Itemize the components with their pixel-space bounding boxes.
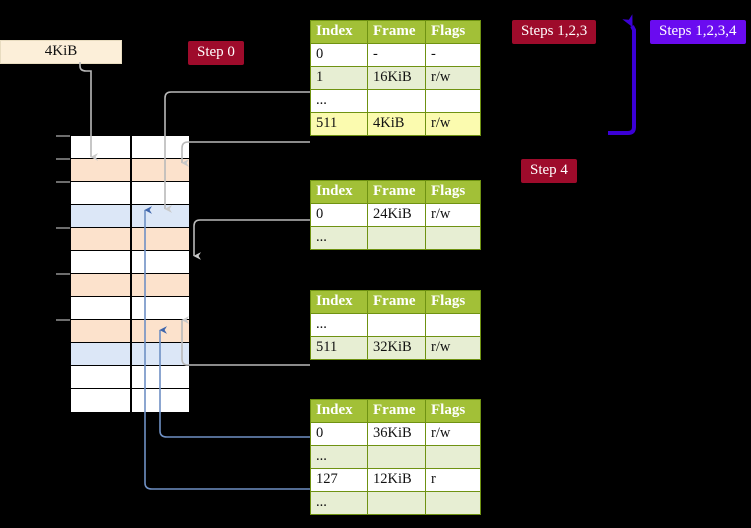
badge-step-4: Step 4 <box>521 159 577 183</box>
table-cell <box>367 491 426 515</box>
table-cell: 0 <box>310 43 368 67</box>
badge-label: Step 0 <box>197 44 235 60</box>
column-header: Frame <box>367 180 426 204</box>
table-cell: ... <box>310 445 368 469</box>
table-cell: 511 <box>310 336 368 360</box>
table-cell: 1 <box>310 66 368 90</box>
column-header: Index <box>310 180 368 204</box>
table-cell: r/w <box>425 422 481 446</box>
table-cell: r/w <box>425 112 481 136</box>
table-cell: 24KiB <box>367 203 426 227</box>
memory-tick-mark <box>56 227 70 229</box>
column-header: Flags <box>425 290 481 314</box>
table-cell: - <box>425 43 481 67</box>
table-cell: ... <box>310 89 368 113</box>
badge-label: Step 4 <box>530 162 568 178</box>
memory-tick-mark <box>56 273 70 275</box>
table-cell: r <box>425 468 481 492</box>
badge-steps-1234: Steps 1,2,3,4 <box>650 20 746 44</box>
table-cell <box>425 491 481 515</box>
table-cell <box>367 445 426 469</box>
memory-column-divider <box>130 135 132 413</box>
column-header: Index <box>310 20 368 44</box>
column-header: Flags <box>425 180 481 204</box>
column-header: Index <box>310 290 368 314</box>
table-cell <box>425 226 481 250</box>
table-cell: 36KiB <box>367 422 426 446</box>
memory-tick-mark <box>56 158 70 160</box>
table-cell: - <box>367 43 426 67</box>
wire-t3r511-to-memory <box>181 316 310 366</box>
table-cell: 511 <box>310 112 368 136</box>
column-header: Flags <box>425 399 481 423</box>
column-header: Index <box>310 399 368 423</box>
table-cell <box>367 313 426 337</box>
callout-label: 4KiB <box>44 43 78 59</box>
table-row: ... <box>310 226 481 250</box>
table-cell: ... <box>310 226 368 250</box>
badge-label: Steps 1,2,3,4 <box>659 23 737 39</box>
table-row: ... <box>310 89 481 113</box>
memory-tick-mark <box>56 319 70 321</box>
column-header: Flags <box>425 20 481 44</box>
table-row: ... <box>310 313 481 337</box>
table-cell: r/w <box>425 336 481 360</box>
table-row: 0-- <box>310 43 481 67</box>
table-cell: 4KiB <box>367 112 426 136</box>
table-cell: ... <box>310 491 368 515</box>
table-cell: ... <box>310 313 368 337</box>
physical-memory-column <box>70 135 190 413</box>
table-cell: 0 <box>310 422 368 446</box>
badge-step-0: Step 0 <box>188 41 244 65</box>
table-cell <box>425 313 481 337</box>
column-header: Frame <box>367 399 426 423</box>
table-row: ... <box>310 491 481 515</box>
memory-tick-mark <box>56 135 70 137</box>
table-row: ... <box>310 445 481 469</box>
table-cell <box>425 89 481 113</box>
table-cell: r/w <box>425 66 481 90</box>
table-cell <box>367 89 426 113</box>
column-header: Frame <box>367 290 426 314</box>
wire-violet-bracket <box>608 14 636 135</box>
badge-steps-123: Steps 1,2,3 <box>512 20 597 44</box>
table-cell: 0 <box>310 203 368 227</box>
frame-size-callout: 4KiB <box>0 40 122 64</box>
column-header: Frame <box>367 20 426 44</box>
table-cell: 127 <box>310 468 368 492</box>
wire-t2r0-to-memory <box>193 219 310 260</box>
memory-tick-mark <box>56 181 70 183</box>
table-cell <box>367 226 426 250</box>
badge-label: Steps 1,2,3 <box>521 23 588 39</box>
table-cell: 12KiB <box>367 468 426 492</box>
table-cell <box>425 445 481 469</box>
table-cell: 32KiB <box>367 336 426 360</box>
wire-t1r511-to-memory <box>181 141 310 167</box>
table-cell: 16KiB <box>367 66 426 90</box>
table-cell: r/w <box>425 203 481 227</box>
